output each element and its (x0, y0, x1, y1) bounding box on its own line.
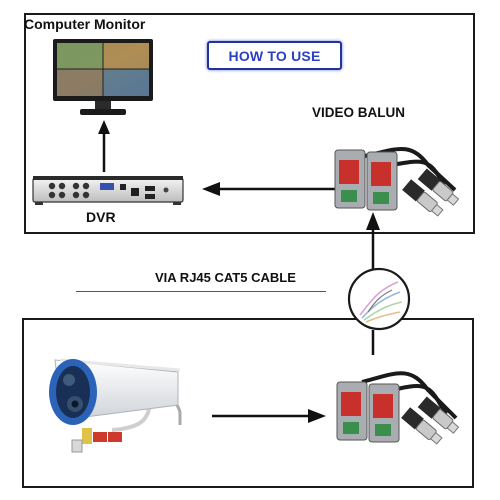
how-to-use-title: HOW TO USE (207, 41, 342, 70)
cable-label: VIA RJ45 CAT5 CABLE (155, 270, 296, 285)
arrow-camera-to-balun (212, 409, 326, 423)
computer-monitor-icon (53, 39, 153, 115)
video-balun-label: VIDEO BALUN (312, 105, 406, 120)
arrow-balun-to-dvr (202, 182, 335, 196)
cat5-cable-icon (347, 267, 411, 355)
video-balun-icon (336, 371, 460, 445)
cctv-camera-icon (49, 358, 182, 453)
video-balun-icon (334, 147, 460, 217)
computer-monitor-label: Computer Monitor (24, 16, 146, 32)
arrow-dvr-to-monitor (98, 120, 110, 172)
arrow-up-to-balun (366, 212, 380, 270)
dvr-label: DVR (86, 209, 116, 225)
dvr-icon (32, 176, 184, 205)
cable-label-underline (76, 291, 326, 292)
